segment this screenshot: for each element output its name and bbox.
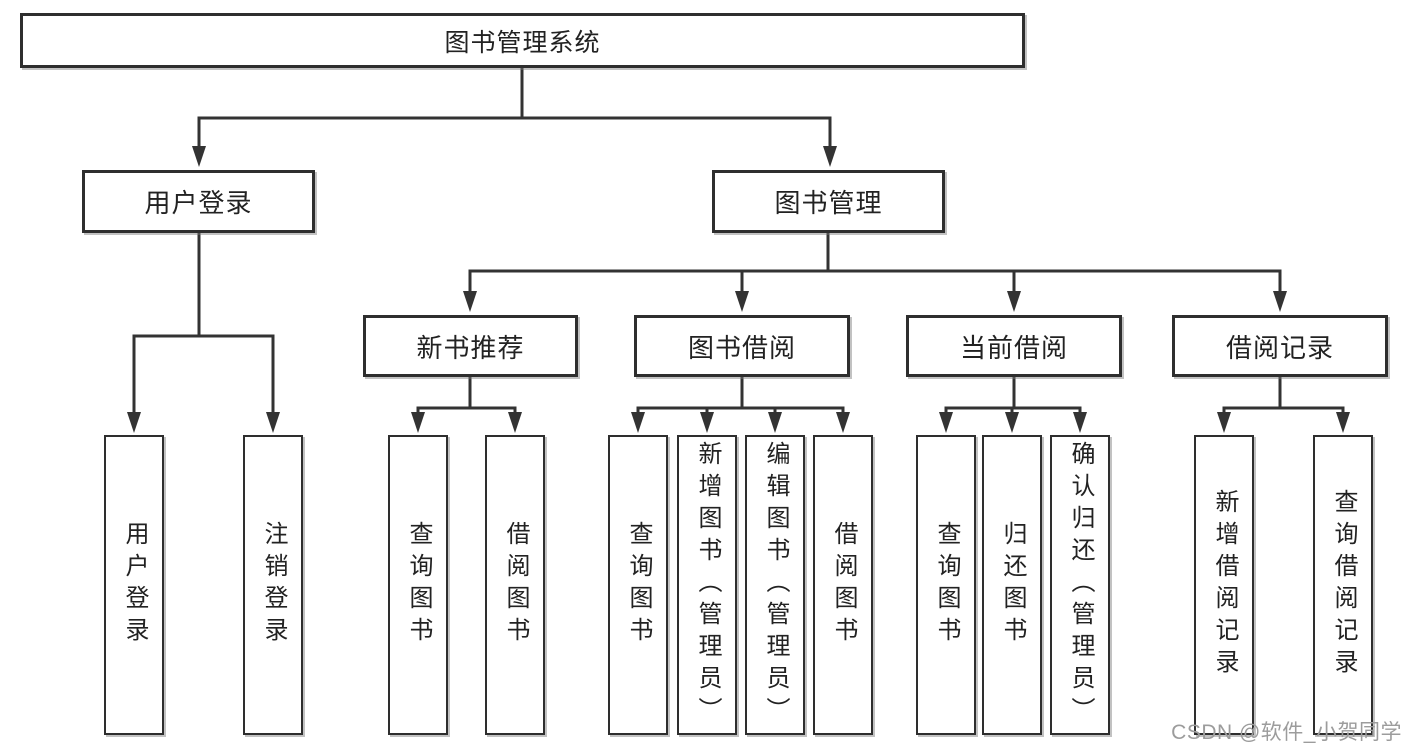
node-borrow-records-label: 借阅记录 bbox=[1225, 332, 1334, 363]
leaf-logout: 注销登录 bbox=[243, 435, 303, 735]
leaf-label: 借阅图书 bbox=[830, 521, 857, 649]
connector-user-login-children bbox=[127, 233, 280, 433]
leaf-label: 借阅图书 bbox=[502, 521, 529, 649]
node-borrow-records: 借阅记录 bbox=[1172, 315, 1388, 377]
node-current-borrow: 当前借阅 bbox=[906, 315, 1122, 377]
connector-borrow-records-children bbox=[1217, 377, 1350, 433]
leaf-return-books: 归还图书 bbox=[982, 435, 1042, 735]
leaf-label: 注销登录 bbox=[260, 521, 287, 649]
node-root-label: 图书管理系统 bbox=[444, 28, 601, 57]
leaf-borrow-books-2: 借阅图书 bbox=[813, 435, 873, 735]
connector-new-book-recommend-children bbox=[411, 377, 522, 433]
leaf-borrow-books-1: 借阅图书 bbox=[485, 435, 545, 735]
leaf-label: 查询图书 bbox=[405, 521, 432, 649]
leaf-query-borrow-record: 查询借阅记录 bbox=[1313, 435, 1373, 735]
connector-current-borrow-children bbox=[939, 377, 1087, 433]
leaf-label: 确认归还（管理员） bbox=[1067, 441, 1094, 729]
leaf-add-borrow-record: 新增借阅记录 bbox=[1194, 435, 1254, 735]
leaf-label: 查询图书 bbox=[933, 521, 960, 649]
leaf-label: 编辑图书（管理员） bbox=[762, 441, 789, 729]
node-user-login-label: 用户登录 bbox=[144, 188, 253, 218]
leaf-user-login: 用户登录 bbox=[104, 435, 164, 735]
leaf-label: 查询借阅记录 bbox=[1330, 489, 1357, 681]
connector-book-borrow-children bbox=[631, 377, 850, 433]
connector-root-to-level2 bbox=[192, 68, 837, 167]
leaf-confirm-return-admin: 确认归还（管理员） bbox=[1050, 435, 1110, 735]
leaf-query-books-2: 查询图书 bbox=[608, 435, 668, 735]
watermark: CSDN @软件_小贺同学 bbox=[1171, 721, 1402, 744]
leaf-label: 新增借阅记录 bbox=[1211, 489, 1238, 681]
leaf-query-books-1: 查询图书 bbox=[388, 435, 448, 735]
node-book-borrow: 图书借阅 bbox=[634, 315, 850, 377]
leaf-label: 归还图书 bbox=[999, 521, 1026, 649]
leaf-query-books-3: 查询图书 bbox=[916, 435, 976, 735]
leaf-label: 新增图书（管理员） bbox=[694, 441, 721, 729]
node-book-management: 图书管理 bbox=[712, 170, 945, 233]
leaf-add-books-admin: 新增图书（管理员） bbox=[677, 435, 737, 735]
node-book-management-label: 图书管理 bbox=[774, 188, 883, 218]
node-book-borrow-label: 图书借阅 bbox=[687, 332, 796, 363]
leaf-label: 查询图书 bbox=[625, 521, 652, 649]
leaf-label: 用户登录 bbox=[121, 521, 148, 649]
node-root: 图书管理系统 bbox=[20, 13, 1025, 68]
node-current-borrow-label: 当前借阅 bbox=[959, 332, 1068, 363]
node-new-book-recommend-label: 新书推荐 bbox=[416, 332, 525, 363]
leaf-edit-books-admin: 编辑图书（管理员） bbox=[745, 435, 805, 735]
node-user-login: 用户登录 bbox=[82, 170, 315, 233]
connector-book-management-children bbox=[463, 233, 1287, 312]
node-new-book-recommend: 新书推荐 bbox=[363, 315, 578, 377]
